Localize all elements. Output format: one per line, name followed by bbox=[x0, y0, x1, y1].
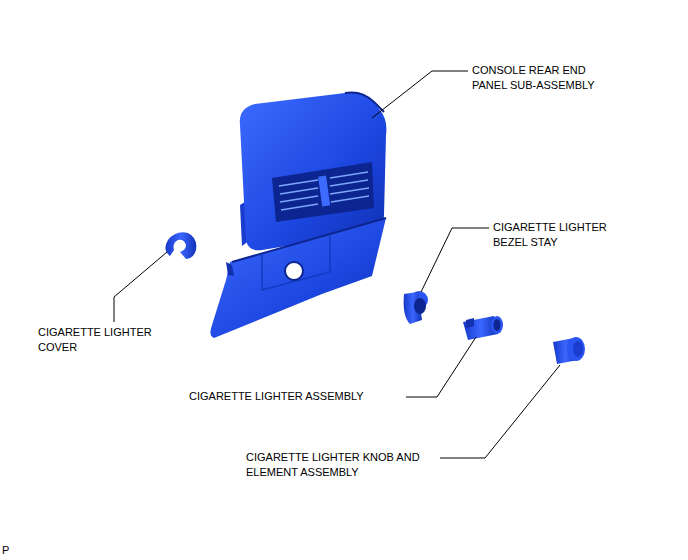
figure-code: P bbox=[2, 543, 9, 558]
lighter-hole bbox=[285, 262, 303, 280]
lighter-socket-rim bbox=[491, 316, 503, 334]
bezel-stay-bore bbox=[414, 298, 426, 314]
leader-lines bbox=[114, 71, 560, 458]
housing-edge bbox=[345, 92, 384, 112]
part-name: CIGARETTE LIGHTER KNOB AND ELEMENT ASSEM… bbox=[246, 450, 438, 480]
panel-edge bbox=[232, 218, 386, 262]
part-name: CIGARETTE LIGHTER BEZEL STAY bbox=[493, 220, 618, 250]
lighter-socket-bore bbox=[494, 319, 501, 331]
knob-face bbox=[567, 337, 585, 361]
knob-center bbox=[573, 341, 583, 357]
part-name: CIGARETTE LIGHTER COVER bbox=[38, 325, 163, 355]
panel-recess bbox=[262, 236, 330, 290]
lighter-tab bbox=[466, 318, 474, 328]
vent-center-bar bbox=[318, 176, 330, 207]
part-name: CIGARETTE LIGHTER ASSEMBLY bbox=[189, 389, 364, 404]
panel-clip bbox=[226, 262, 234, 276]
vent-louvers bbox=[279, 172, 369, 210]
vent-frame bbox=[272, 162, 374, 222]
part-name: CONSOLE REAR END PANEL SUB-ASSEMBLY bbox=[472, 63, 607, 93]
lower-panel bbox=[210, 218, 386, 338]
lighter-cover bbox=[165, 232, 196, 259]
